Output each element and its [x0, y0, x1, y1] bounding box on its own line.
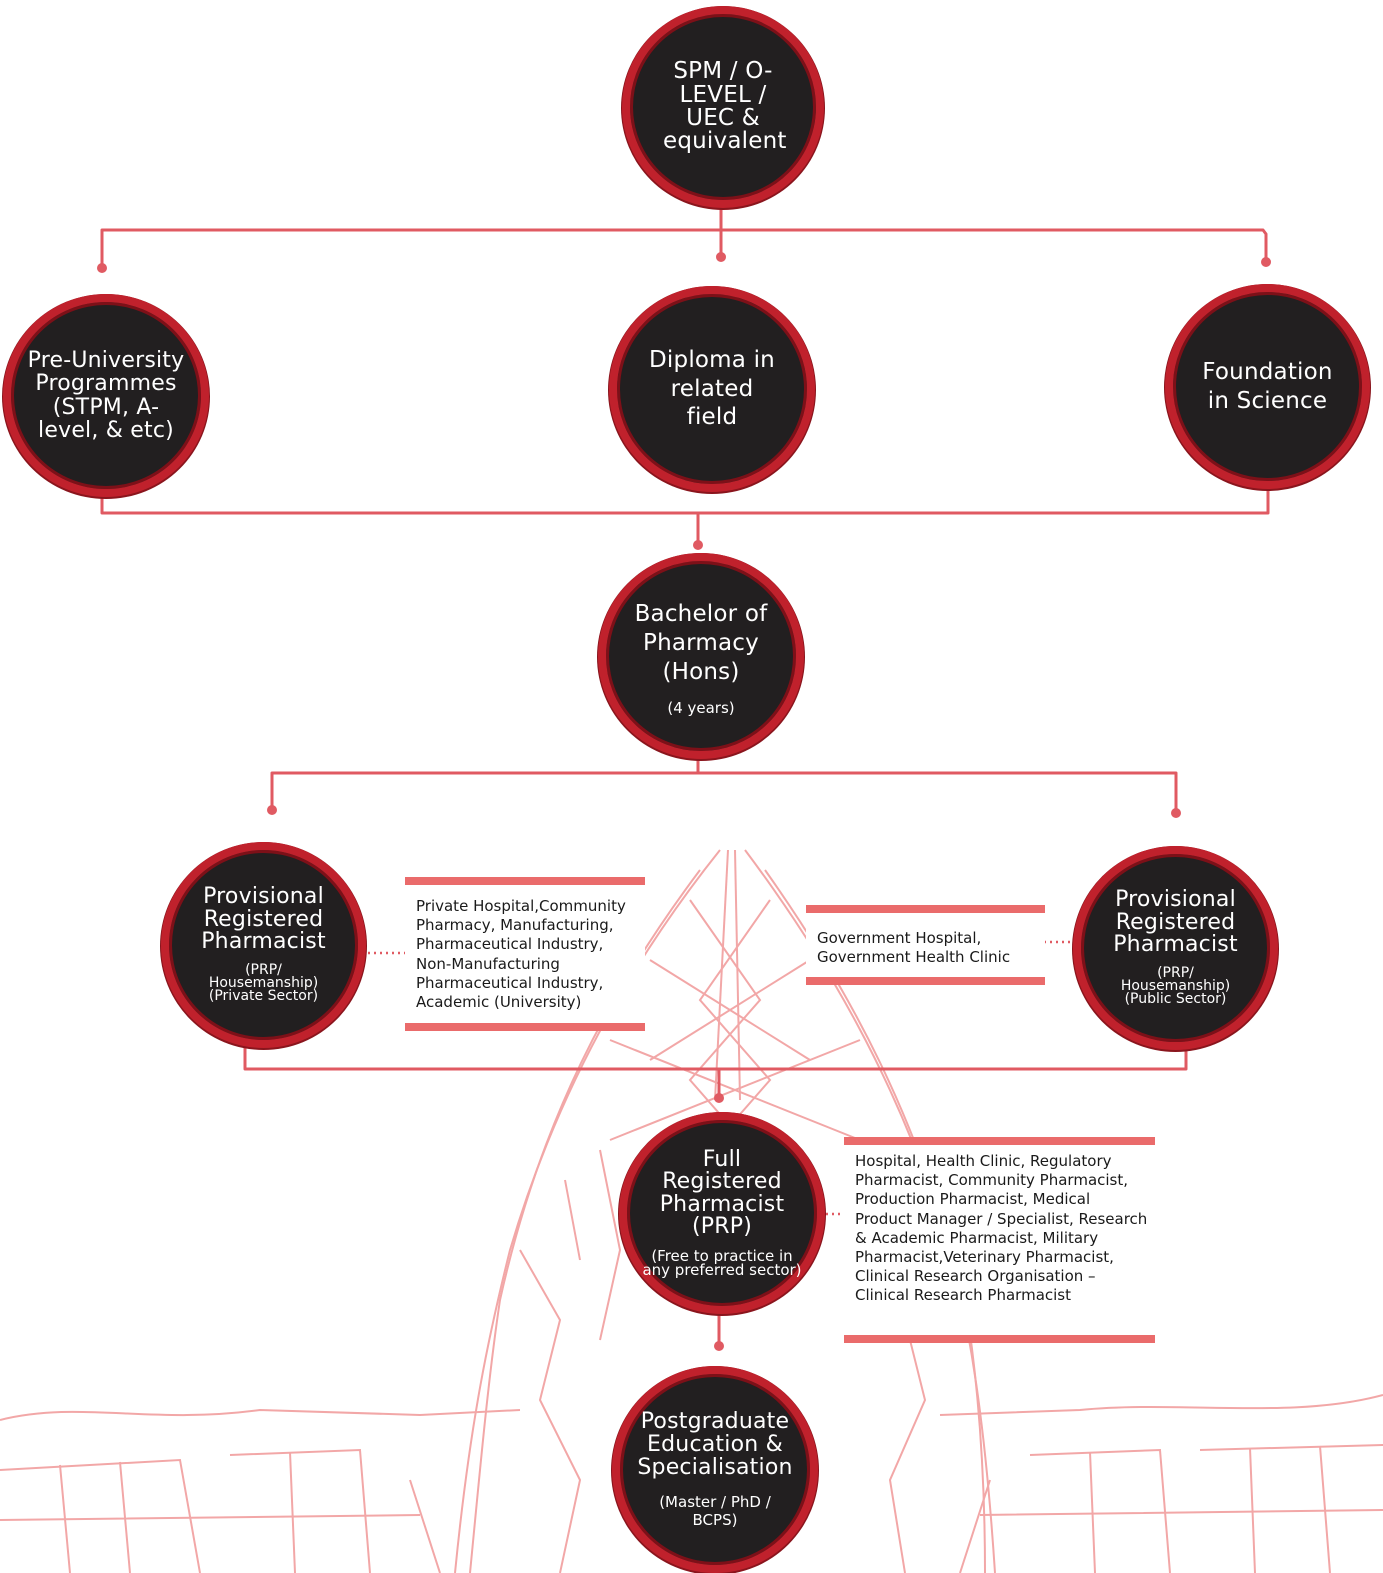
info-box-private-sector: Private Hospital,Community Pharmacy, Man…: [405, 877, 645, 1031]
node-bachelor: Bachelor of Pharmacy (Hons) (4 years): [598, 553, 804, 759]
info-box-careers-text: Hospital, Health Clinic, Regulatory Phar…: [855, 1152, 1148, 1305]
node-prp-public: Provisional Registered Pharmacist (PRP/ …: [1073, 846, 1278, 1050]
node-pre-university-title: Pre-University Programmes (STPM, A-level…: [27, 348, 185, 443]
connector-dot: [1261, 257, 1271, 267]
node-prp-private-subtitle: (PRP/ Housemanship) (Private Sector): [208, 961, 319, 1005]
node-postgraduate: Postgraduate Education & Specialisation …: [612, 1366, 818, 1573]
node-bachelor-subtitle: (4 years): [667, 698, 735, 717]
connector-dot: [714, 1093, 724, 1103]
info-box-public-sector-text: Government Hospital, Government Health C…: [817, 929, 1011, 967]
connector-dot: [267, 805, 277, 815]
node-entry-title: SPM / O-LEVEL / UEC & equivalent: [663, 58, 787, 155]
node-full-registered: Full Registered Pharmacist (PRP) (Free t…: [619, 1112, 825, 1314]
node-prp-private-title: Provisional Registered Pharmacist: [201, 884, 326, 955]
node-diploma-title: Diploma in related field: [649, 346, 775, 431]
info-box-public-sector: Government Hospital, Government Health C…: [806, 905, 1045, 985]
info-box-private-sector-text: Private Hospital,Community Pharmacy, Man…: [416, 897, 626, 1011]
node-bachelor-title: Bachelor of Pharmacy (Hons): [634, 601, 768, 685]
node-prp-private: Provisional Registered Pharmacist (PRP/ …: [161, 842, 366, 1048]
node-full-registered-subtitle: (Free to practice in any preferred secto…: [642, 1247, 802, 1279]
node-entry-qualification: SPM / O-LEVEL / UEC & equivalent: [622, 6, 824, 208]
connector-dot: [714, 1341, 724, 1351]
node-foundation: Foundation in Science: [1165, 284, 1370, 489]
node-postgraduate-subtitle: (Master / PhD / BCPS): [659, 1493, 771, 1530]
node-postgraduate-title: Postgraduate Education & Specialisation: [637, 1408, 793, 1481]
node-prp-public-subtitle: (PRP/ Housemanship) (Public Sector): [1120, 964, 1231, 1008]
node-diploma: Diploma in related field: [609, 286, 815, 492]
node-full-registered-title: Full Registered Pharmacist (PRP): [659, 1146, 785, 1239]
node-foundation-title: Foundation in Science: [1202, 358, 1333, 414]
info-box-careers: Hospital, Health Clinic, Regulatory Phar…: [844, 1137, 1155, 1343]
node-pre-university: Pre-University Programmes (STPM, A-level…: [3, 294, 209, 497]
connector-dot: [97, 263, 107, 273]
connector-dot: [1171, 808, 1181, 818]
node-prp-public-title: Provisional Registered Pharmacist: [1113, 887, 1238, 958]
connector-dot: [716, 252, 726, 262]
connector-dot: [693, 540, 703, 550]
